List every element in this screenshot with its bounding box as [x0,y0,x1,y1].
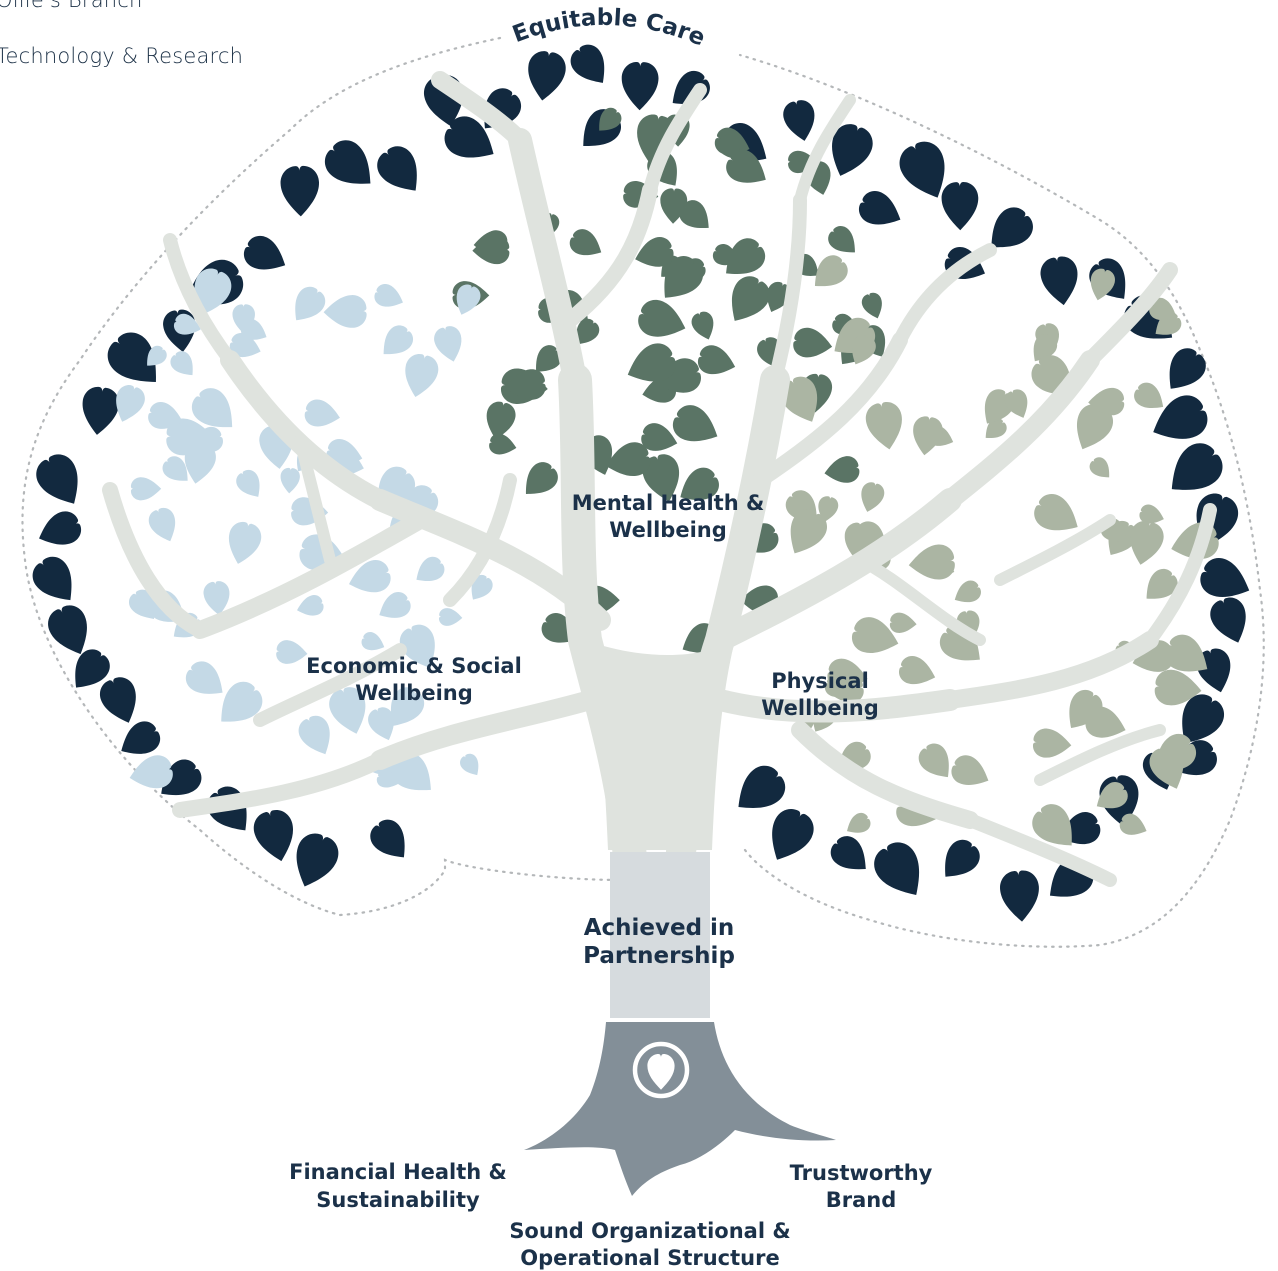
trunk-band [610,852,710,1018]
label-brand-line1: Trustworthy [790,1161,933,1185]
crown-title: Equitable Care [509,5,709,52]
leaf-heart [863,399,908,453]
leaf-heart [906,542,957,583]
nav-link-technology-research[interactable]: Technology & Research [0,44,244,68]
leaf-heart [239,230,293,280]
leaf-heart [941,181,979,231]
label-trunk-line1: Achieved in [584,915,735,941]
leaf-heart [1157,342,1212,400]
leaf-heart [373,588,415,627]
leaf-heart [431,323,467,366]
leaf-heart [998,869,1042,924]
leaf-heart [284,281,331,329]
leaf-heart [909,414,945,458]
trunk [585,640,735,850]
label-trunk-line2: Partnership [583,943,735,969]
leaf-heart [825,830,877,881]
leaf-heart [571,103,627,159]
leaf-heart [130,477,162,501]
label-structure-line1: Sound Organizational & [509,1219,790,1243]
leaf-heart [1031,727,1073,760]
leaf-heart [854,186,908,235]
leaf-heart [323,294,367,329]
leaf-heart [822,454,862,487]
leaf-heart [523,49,568,104]
leaf-heart [791,325,835,362]
leaf-heart [515,457,563,505]
label-economic-line2: Wellbeing [355,681,473,705]
leaf-heart [280,165,321,218]
leaf-heart [1086,454,1116,484]
label-economic-line1: Economic & Social [306,654,522,678]
leaf-heart [232,466,268,504]
leaf-heart [1001,386,1034,423]
leaf-heart [371,281,408,313]
leaf-heart [26,550,86,612]
leaf-heart [949,577,985,610]
leaf-heart [867,835,935,907]
leaf-heart [487,431,519,459]
leaf-heart [166,347,201,382]
roots [524,1022,836,1196]
leaf-heart [856,479,887,516]
leaf-heart [438,607,463,627]
leaf-heart [759,803,820,870]
leaf-heart [302,397,343,431]
leaf-heart [481,399,518,443]
label-financial-line1: Financial Health & [289,1160,507,1184]
branches [102,71,1217,887]
leaf-heart [370,139,431,202]
leaf-heart [180,656,232,706]
root-heart-emblem [632,1041,690,1099]
leaf-heart [842,809,874,840]
leaf-heart [565,39,616,93]
label-physical-line1: Physical [771,669,869,693]
leaf-heart [279,467,301,494]
leaf-heart [145,504,183,547]
label-brand-line2: Brand [826,1188,897,1212]
leaf-heart [1038,254,1082,308]
label-physical-line2: Wellbeing [761,696,879,720]
leaf-heart [222,518,265,569]
leaf-heart [29,448,92,514]
leaf-heart [32,507,86,554]
leaf-heart [634,295,692,346]
leaf-heart [621,61,659,111]
leaf-heart [364,814,417,868]
leaf-heart [859,290,887,322]
label-mental-health-line2: Wellbeing [609,518,727,542]
leaf-heart [896,652,940,691]
leaf-heart [250,806,301,866]
label-financial-line2: Sustainability [316,1188,480,1212]
leaf-heart [294,711,340,761]
leaf-heart [667,400,726,453]
leaf-heart [688,309,719,344]
nav-link-ollies-branch[interactable]: Ollie's Branch [0,0,143,12]
label-structure-line2: Operational Structure [520,1246,779,1270]
leaf-heart [294,592,326,621]
leaf-heart [565,225,608,264]
leaf-heart [889,611,918,635]
leaf-heart [933,834,986,888]
leaf-heart [913,738,960,786]
leaf-heart [78,385,121,438]
leaf-heart [95,672,146,730]
leaf-heart [823,221,864,261]
leaf-heart [457,750,485,780]
leaf-heart [719,270,776,331]
leaf-heart [409,552,449,590]
leaf-heart [1206,593,1255,649]
leaf-heart [780,97,820,145]
label-mental-health-line1: Mental Health & [572,491,765,515]
leaf-heart [947,751,995,794]
leaf-heart [399,351,442,401]
leaf-heart [285,828,344,894]
leaf-heart [695,342,740,381]
crown-outline [21,36,1265,948]
leaf-heart [275,639,309,666]
leaf-heart [317,133,384,199]
